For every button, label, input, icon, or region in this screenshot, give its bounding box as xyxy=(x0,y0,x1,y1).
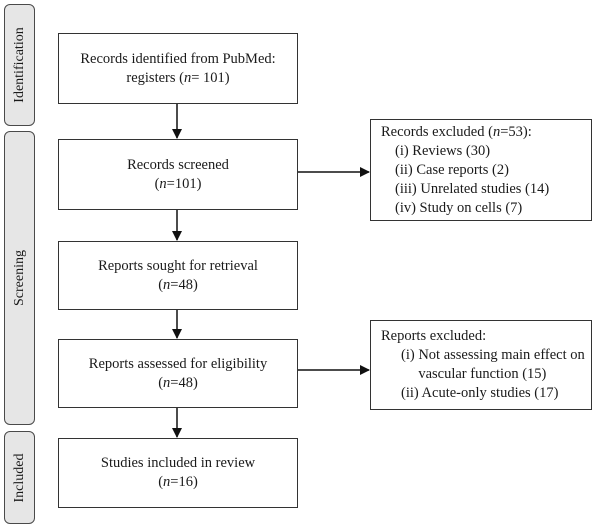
phase-identification-label: Identification xyxy=(11,27,27,103)
records-excluded-list: (i) Reviews (30) (ii) Case reports (2) (… xyxy=(381,142,549,218)
records-excluded-item: (i) Reviews (30) xyxy=(395,142,491,159)
records-excluded-item: (ii) Case reports (2) xyxy=(395,161,509,178)
phase-screening: Screening xyxy=(4,131,35,425)
box-records-screened-line1: Records screened xyxy=(127,156,229,173)
reports-excluded-title: Reports excluded: xyxy=(381,328,487,344)
records-excluded-title: Records excluded (n=53): xyxy=(381,123,532,140)
box-records-identified-line1: Records identified from PubMed: xyxy=(80,50,276,67)
box-records-screened: Records screened (n=101) xyxy=(58,139,298,210)
phase-screening-label: Screening xyxy=(11,250,27,306)
phase-included: Included xyxy=(4,431,35,524)
box-reports-eligibility: Reports assessed for eligibility (n=48) xyxy=(58,339,298,408)
box-records-identified: Records identified from PubMed: register… xyxy=(58,33,298,104)
box-studies-included-line1: Studies included in review xyxy=(100,455,256,471)
box-reports-retrieval-line1: Reports sought for retrieval xyxy=(98,257,258,274)
reports-excluded-item: (ii) Acute-only studies (17) xyxy=(401,385,559,401)
box-reports-excluded: Reports excluded: (i) Not assessing main… xyxy=(370,320,592,410)
records-excluded-item: (iv) Study on cells (7) xyxy=(395,199,523,216)
box-reports-eligibility-line1: Reports assessed for eligibility xyxy=(88,355,268,372)
records-excluded-item: (iii) Unrelated studies (14) xyxy=(395,180,550,197)
phase-included-label: Included xyxy=(11,453,27,502)
box-studies-included: Studies included in review (n=16) xyxy=(58,438,298,508)
box-reports-retrieval: Reports sought for retrieval (n=48) xyxy=(58,241,298,310)
phase-identification: Identification xyxy=(4,4,35,126)
box-records-excluded: Records excluded (n=53): (i) Reviews (30… xyxy=(370,119,592,221)
